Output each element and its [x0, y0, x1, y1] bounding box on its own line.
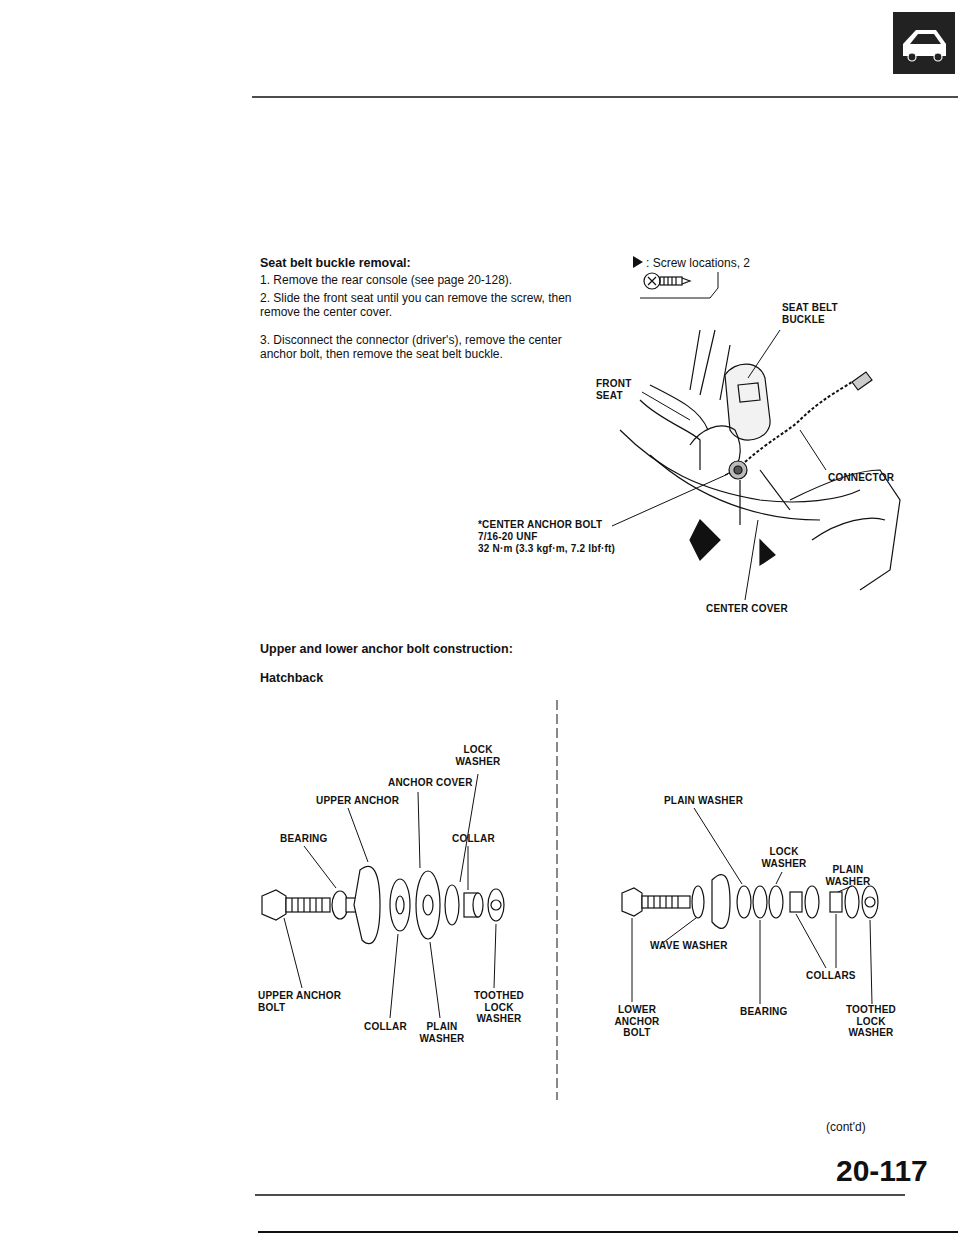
frame-line	[252, 96, 958, 98]
part-name: 7/16-20 UNF	[478, 531, 598, 543]
divider-line	[557, 700, 558, 1100]
part-name: PLAIN WASHER	[416, 1021, 468, 1044]
part-name: *CENTER ANCHOR BOLT	[478, 519, 618, 531]
part-name: TOOTHED LOCK WASHER	[466, 990, 532, 1025]
screw-location-marker	[633, 256, 643, 268]
leader-lines	[284, 774, 872, 1018]
part-name: PLAIN WASHER	[822, 864, 874, 887]
part-name: FRONT SEAT	[596, 378, 646, 401]
part-name: SEAT BELT BUCKLE	[782, 302, 844, 325]
instruction-text: : Screw locations, 2	[646, 257, 806, 271]
part-name: TOOTHED LOCK WASHER	[838, 1004, 904, 1039]
part-name: LOCK WASHER	[452, 744, 504, 767]
part-name: LOWER ANCHOR BOLT	[604, 1004, 670, 1039]
instruction-text: 3. Disconnect the connector (driver's), …	[260, 334, 600, 362]
part-name: COLLAR	[364, 1021, 410, 1033]
part-name: PLAIN WASHER	[664, 795, 764, 807]
instruction-text: (cont'd)	[826, 1121, 906, 1135]
page-number: 20-117	[836, 1154, 956, 1189]
frame-line	[255, 1194, 905, 1196]
part-name: ANCHOR COVER	[388, 777, 488, 789]
part-name: CONNECTOR	[828, 472, 918, 484]
section-icon	[893, 12, 955, 74]
part-name: BEARING	[740, 1006, 800, 1018]
instruction-text: 1. Remove the rear console (see page 20-…	[260, 274, 600, 288]
section-heading: Seat belt buckle removal:	[260, 256, 560, 270]
buckle-illustration	[620, 330, 900, 590]
part-name: WAVE WASHER	[650, 940, 740, 952]
leader-lines	[612, 330, 826, 600]
part-name: LOCK WASHER	[758, 846, 810, 869]
part-name: BEARING	[280, 833, 340, 845]
frame-line	[258, 1231, 958, 1233]
part-name: UPPER ANCHOR	[316, 795, 416, 807]
part-name: COLLAR	[452, 833, 502, 845]
sub-heading: Hatchback	[260, 671, 380, 685]
part-name: CENTER COVER	[706, 603, 816, 615]
sub-heading: Upper and lower anchor bolt construction…	[260, 642, 580, 656]
part-name: COLLARS	[806, 970, 866, 982]
instruction-text: 2. Slide the front seat until you can re…	[260, 292, 600, 320]
part-name: UPPER ANCHOR BOLT	[258, 990, 348, 1013]
part-name: 32 N·m (3.3 kgf·m, 7.2 lbf·ft)	[478, 543, 678, 555]
screw-symbol	[640, 272, 718, 298]
